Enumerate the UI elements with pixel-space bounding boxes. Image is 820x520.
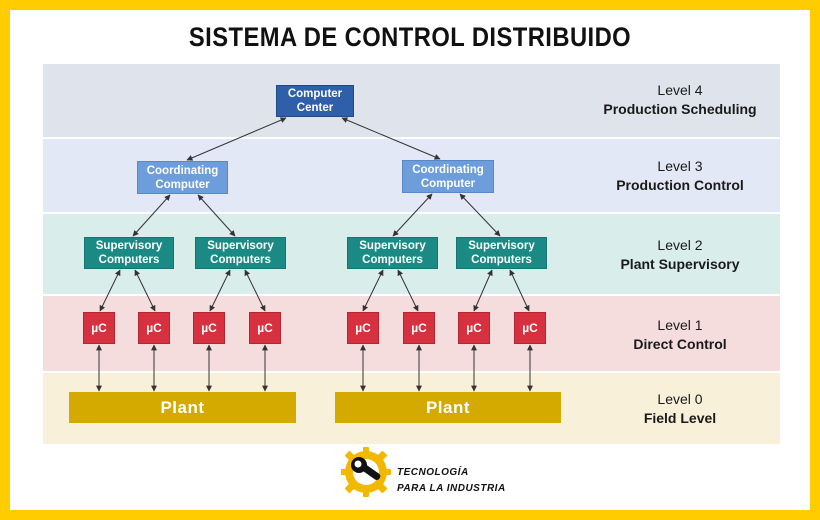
level-0-number: Level 0: [657, 391, 703, 407]
arrow-sup4-uc7: [473, 269, 493, 312]
computer-center-line1: Computer: [287, 88, 343, 100]
microcontroller-node-7: µC: [458, 312, 490, 344]
level-3-name: Production Control: [616, 177, 744, 193]
arrow-coord2-sup4: [459, 193, 501, 237]
arrow-sup4-uc8: [509, 269, 530, 312]
microcontroller-node-4: µC: [249, 312, 281, 344]
supervisory-3-line2: Computers: [362, 254, 423, 266]
level-0-name: Field Level: [643, 410, 717, 426]
microcontroller-node-3: µC: [193, 312, 225, 344]
brand-line2: PARA LA INDUSTRIA: [397, 483, 506, 494]
supervisory-2-line1: Supervisory: [207, 240, 274, 252]
level-1-name: Direct Control: [633, 336, 727, 352]
coordinating-computer-1-line1: Coordinating: [146, 164, 219, 177]
level-1-number: Level 1: [657, 317, 703, 333]
supervisory-computers-node-4: Supervisory Computers: [456, 237, 547, 269]
arrow-sup3-uc6: [397, 269, 419, 312]
coordinating-computer-2-line2: Computer: [420, 177, 476, 190]
supervisory-1-line2: Computers: [98, 254, 160, 266]
level-3-number: Level 3: [657, 158, 703, 174]
level-2-number: Level 2: [657, 237, 703, 253]
diagram-title: SISTEMA DE CONTROL DISTRIBUIDO: [188, 22, 632, 52]
level-4-name: Production Scheduling: [603, 101, 757, 117]
arrow-cc-coord-1: [186, 117, 287, 161]
coordinating-computer-1-line2: Computer: [155, 178, 210, 191]
arrow-sup3-uc5: [362, 269, 384, 312]
microcontroller-node-1: µC: [83, 312, 115, 344]
supervisory-computers-node-3: Supervisory Computers: [347, 237, 438, 269]
arrow-sup2-uc4: [244, 269, 266, 312]
arrow-coord1-sup2: [197, 194, 236, 237]
arrow-coord1-sup1: [132, 194, 171, 237]
coordinating-computer-node-1: Coordinating Computer: [137, 161, 228, 194]
supervisory-computers-node-1: Supervisory Computers: [84, 237, 174, 269]
computer-center-node: Computer Center: [276, 85, 354, 117]
computer-center-line2: Center: [296, 102, 334, 114]
coordinating-computer-node-2: Coordinating Computer: [402, 160, 494, 193]
coordinating-computer-2-line1: Coordinating: [412, 163, 484, 176]
arrow-cc-coord-2: [341, 117, 441, 160]
microcontroller-node-2: µC: [138, 312, 170, 344]
arrow-sup1-uc2: [134, 269, 156, 312]
supervisory-4-line2: Computers: [471, 254, 532, 266]
supervisory-3-line1: Supervisory: [359, 240, 426, 252]
supervisory-1-line1: Supervisory: [95, 240, 163, 252]
microcontroller-node-6: µC: [403, 312, 435, 344]
arrow-sup1-uc1: [99, 269, 121, 312]
supervisory-computers-node-2: Supervisory Computers: [195, 237, 286, 269]
supervisory-4-line1: Supervisory: [468, 240, 535, 252]
supervisory-2-line2: Computers: [210, 254, 271, 266]
plant-block-2: Plant: [335, 392, 561, 423]
arrow-sup2-uc3: [209, 269, 231, 312]
gear-wrench-logo-icon: [341, 447, 391, 497]
level-4-number: Level 4: [657, 82, 703, 98]
microcontroller-node-5: µC: [347, 312, 379, 344]
plant-block-1: Plant: [69, 392, 296, 423]
arrow-coord2-sup3: [392, 193, 433, 237]
microcontroller-node-8: µC: [514, 312, 546, 344]
level-2-name: Plant Supervisory: [620, 256, 740, 272]
brand-line1: TECNOLOGÍA: [397, 467, 469, 478]
